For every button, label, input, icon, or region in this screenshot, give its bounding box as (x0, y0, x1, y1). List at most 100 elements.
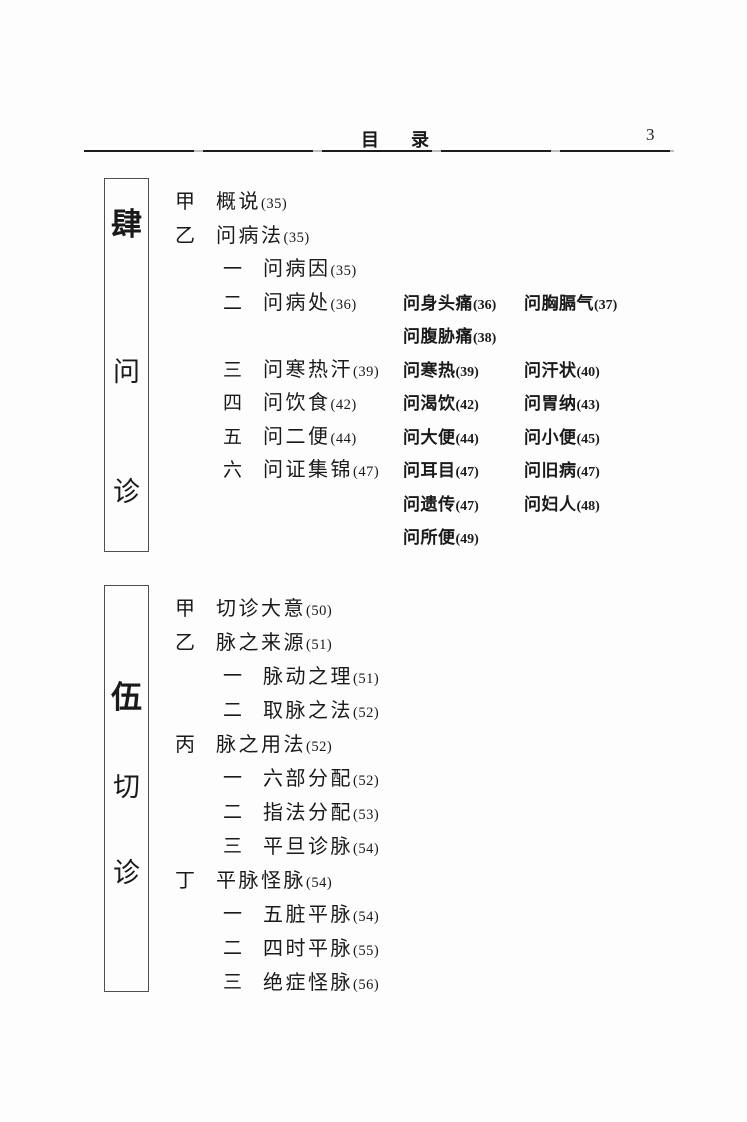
entry-page: (53) (353, 807, 380, 823)
entry-label: 甲 (175, 191, 195, 213)
entry-label: 丙 (175, 734, 195, 756)
entry-page: (52) (353, 773, 380, 789)
entry-label: 一 (223, 768, 243, 789)
entry-label: 三 (223, 836, 243, 857)
entry-title: 问病处(36) (263, 287, 357, 323)
entry-text: 脉之来源 (216, 632, 306, 654)
entry-title: 四时平脉(55) (263, 932, 379, 968)
entry-title: 平脉怪脉(54) (216, 864, 332, 900)
section-char: 切 (113, 772, 140, 802)
entry-page: (55) (353, 943, 380, 959)
entry-page: (35) (261, 196, 288, 212)
entry-page: (39) (353, 363, 380, 380)
entry-page: (47) (576, 465, 600, 480)
entry-page: (51) (306, 637, 333, 653)
entry-text: 问大便 (403, 427, 456, 447)
entry-label: 六 (223, 460, 243, 481)
entry-text: 五脏平脉 (263, 904, 353, 926)
table-row: 丙 脉之用法(52) (0, 728, 747, 762)
entry-page: (35) (283, 229, 310, 246)
entry-title: 问寒热汗(39) (263, 354, 379, 390)
entry-text: 平脉怪脉 (216, 870, 306, 892)
entry-text: 六部分配 (263, 768, 353, 790)
entry-title: 绝症怪脉(56) (263, 966, 379, 1002)
entry-text: 问遗传 (403, 494, 456, 514)
entry-page: (56) (353, 977, 380, 993)
entry-title: 问二便(44) (263, 421, 357, 457)
entry-title: 六部分配(52) (263, 762, 379, 798)
entry-label: 一 (223, 666, 243, 687)
entry-text: 概说 (216, 191, 261, 213)
entry-text: 取脉之法 (263, 700, 353, 722)
entry-label: 甲 (175, 598, 195, 620)
entry-title: 问证集锦(47) (263, 454, 379, 490)
entry-text: 问旧病 (524, 461, 577, 480)
entry-page: (49) (455, 532, 479, 547)
entry-page: (52) (306, 739, 333, 755)
table-row: 一 问病因(35) (0, 253, 747, 287)
section-char: 诊 (113, 477, 140, 507)
entry-title: 脉之用法(52) (216, 728, 332, 764)
entry-label: 三 (223, 972, 243, 993)
toc-section-wenzhen: 甲 概说(35) 乙 问病法(35) 一 问病因(35) 二 问病处(36) 问… (0, 186, 747, 555)
entry-text: 问耳目 (403, 461, 456, 480)
entry-text: 问寒热 (403, 360, 456, 380)
table-row: 问所便(49) (0, 521, 747, 555)
table-row: 二 问病处(36) 问身头痛(36) 问胸膈气(37) (0, 287, 747, 321)
table-row: 二 四时平脉(55) (0, 932, 747, 966)
entry-title: 取脉之法(52) (263, 694, 379, 730)
entry-title: 指法分配(53) (263, 796, 379, 832)
toc-section-qiezhen: 甲 切诊大意(50) 乙 脉之来源(51) 一 脉动之理(51) 二 取脉之法(… (0, 592, 747, 1000)
entry-page: (36) (473, 297, 497, 313)
sub-entry: 问大便(44) (403, 421, 479, 457)
sub-entry: 问汗状(40) (524, 354, 600, 390)
entry-title: 脉动之理(51) (263, 660, 379, 696)
entry-page: (44) (455, 431, 479, 447)
entry-page: (37) (594, 297, 618, 313)
page-number: 3 (646, 125, 655, 144)
entry-page: (40) (576, 364, 600, 380)
table-row: 问腹胁痛(38) (0, 320, 747, 354)
entry-title: 问病法(35) (216, 220, 310, 256)
entry-text: 切诊大意 (216, 598, 306, 620)
entry-page: (36) (330, 296, 357, 313)
entry-text: 问腹胁痛 (403, 327, 473, 346)
table-row: 一 五脏平脉(54) (0, 898, 747, 932)
page-title: 录 (411, 130, 429, 150)
entry-label: 五 (223, 426, 243, 448)
entry-text: 脉动之理 (263, 666, 353, 688)
table-row: 二 指法分配(53) (0, 796, 747, 830)
entry-label: 乙 (175, 632, 195, 654)
entry-page: (42) (330, 397, 357, 413)
entry-title: 五脏平脉(54) (263, 898, 379, 934)
entry-text: 指法分配 (263, 802, 353, 824)
entry-text: 问渴饮 (403, 394, 456, 413)
entry-page: (47) (353, 464, 380, 480)
entry-text: 平旦诊脉 (263, 836, 353, 858)
table-row: 三 问寒热汗(39) 问寒热 (39) 问汗状(40) (0, 354, 747, 388)
entry-page: (51) (353, 671, 380, 687)
table-row: 五 问二便(44) 问大便(44) 问小便(45) (0, 421, 747, 455)
entry-text: 问胸膈气 (524, 293, 594, 313)
table-row: 一 脉动之理(51) (0, 660, 747, 694)
entry-page: (52) (353, 705, 380, 721)
sub-entry: 问所便(49) (403, 521, 479, 557)
entry-title: 概说(35) (216, 186, 287, 222)
entry-text: 问妇人 (524, 494, 577, 514)
entry-title: 脉之来源(51) (216, 626, 332, 662)
entry-text: 问证集锦 (263, 459, 353, 481)
entry-title: 平旦诊脉(54) (263, 830, 379, 866)
table-row: 三 平旦诊脉(54) (0, 830, 747, 864)
sub-entry: 问耳目(47) (403, 454, 479, 490)
entry-page: (48) (576, 498, 600, 514)
sub-entry: 问腹胁痛(38) (403, 320, 496, 356)
entry-text: 脉之用法 (216, 734, 306, 756)
entry-label: 二 (223, 938, 243, 959)
entry-label: 三 (223, 359, 243, 381)
table-row: 一 六部分配(52) (0, 762, 747, 796)
sub-entry: 问身头痛(36) (403, 287, 496, 323)
entry-text: 问病处 (263, 291, 331, 314)
entry-title: 问病因(35) (263, 253, 357, 289)
entry-label: 丁 (175, 870, 195, 892)
entry-page: (47) (455, 465, 479, 480)
